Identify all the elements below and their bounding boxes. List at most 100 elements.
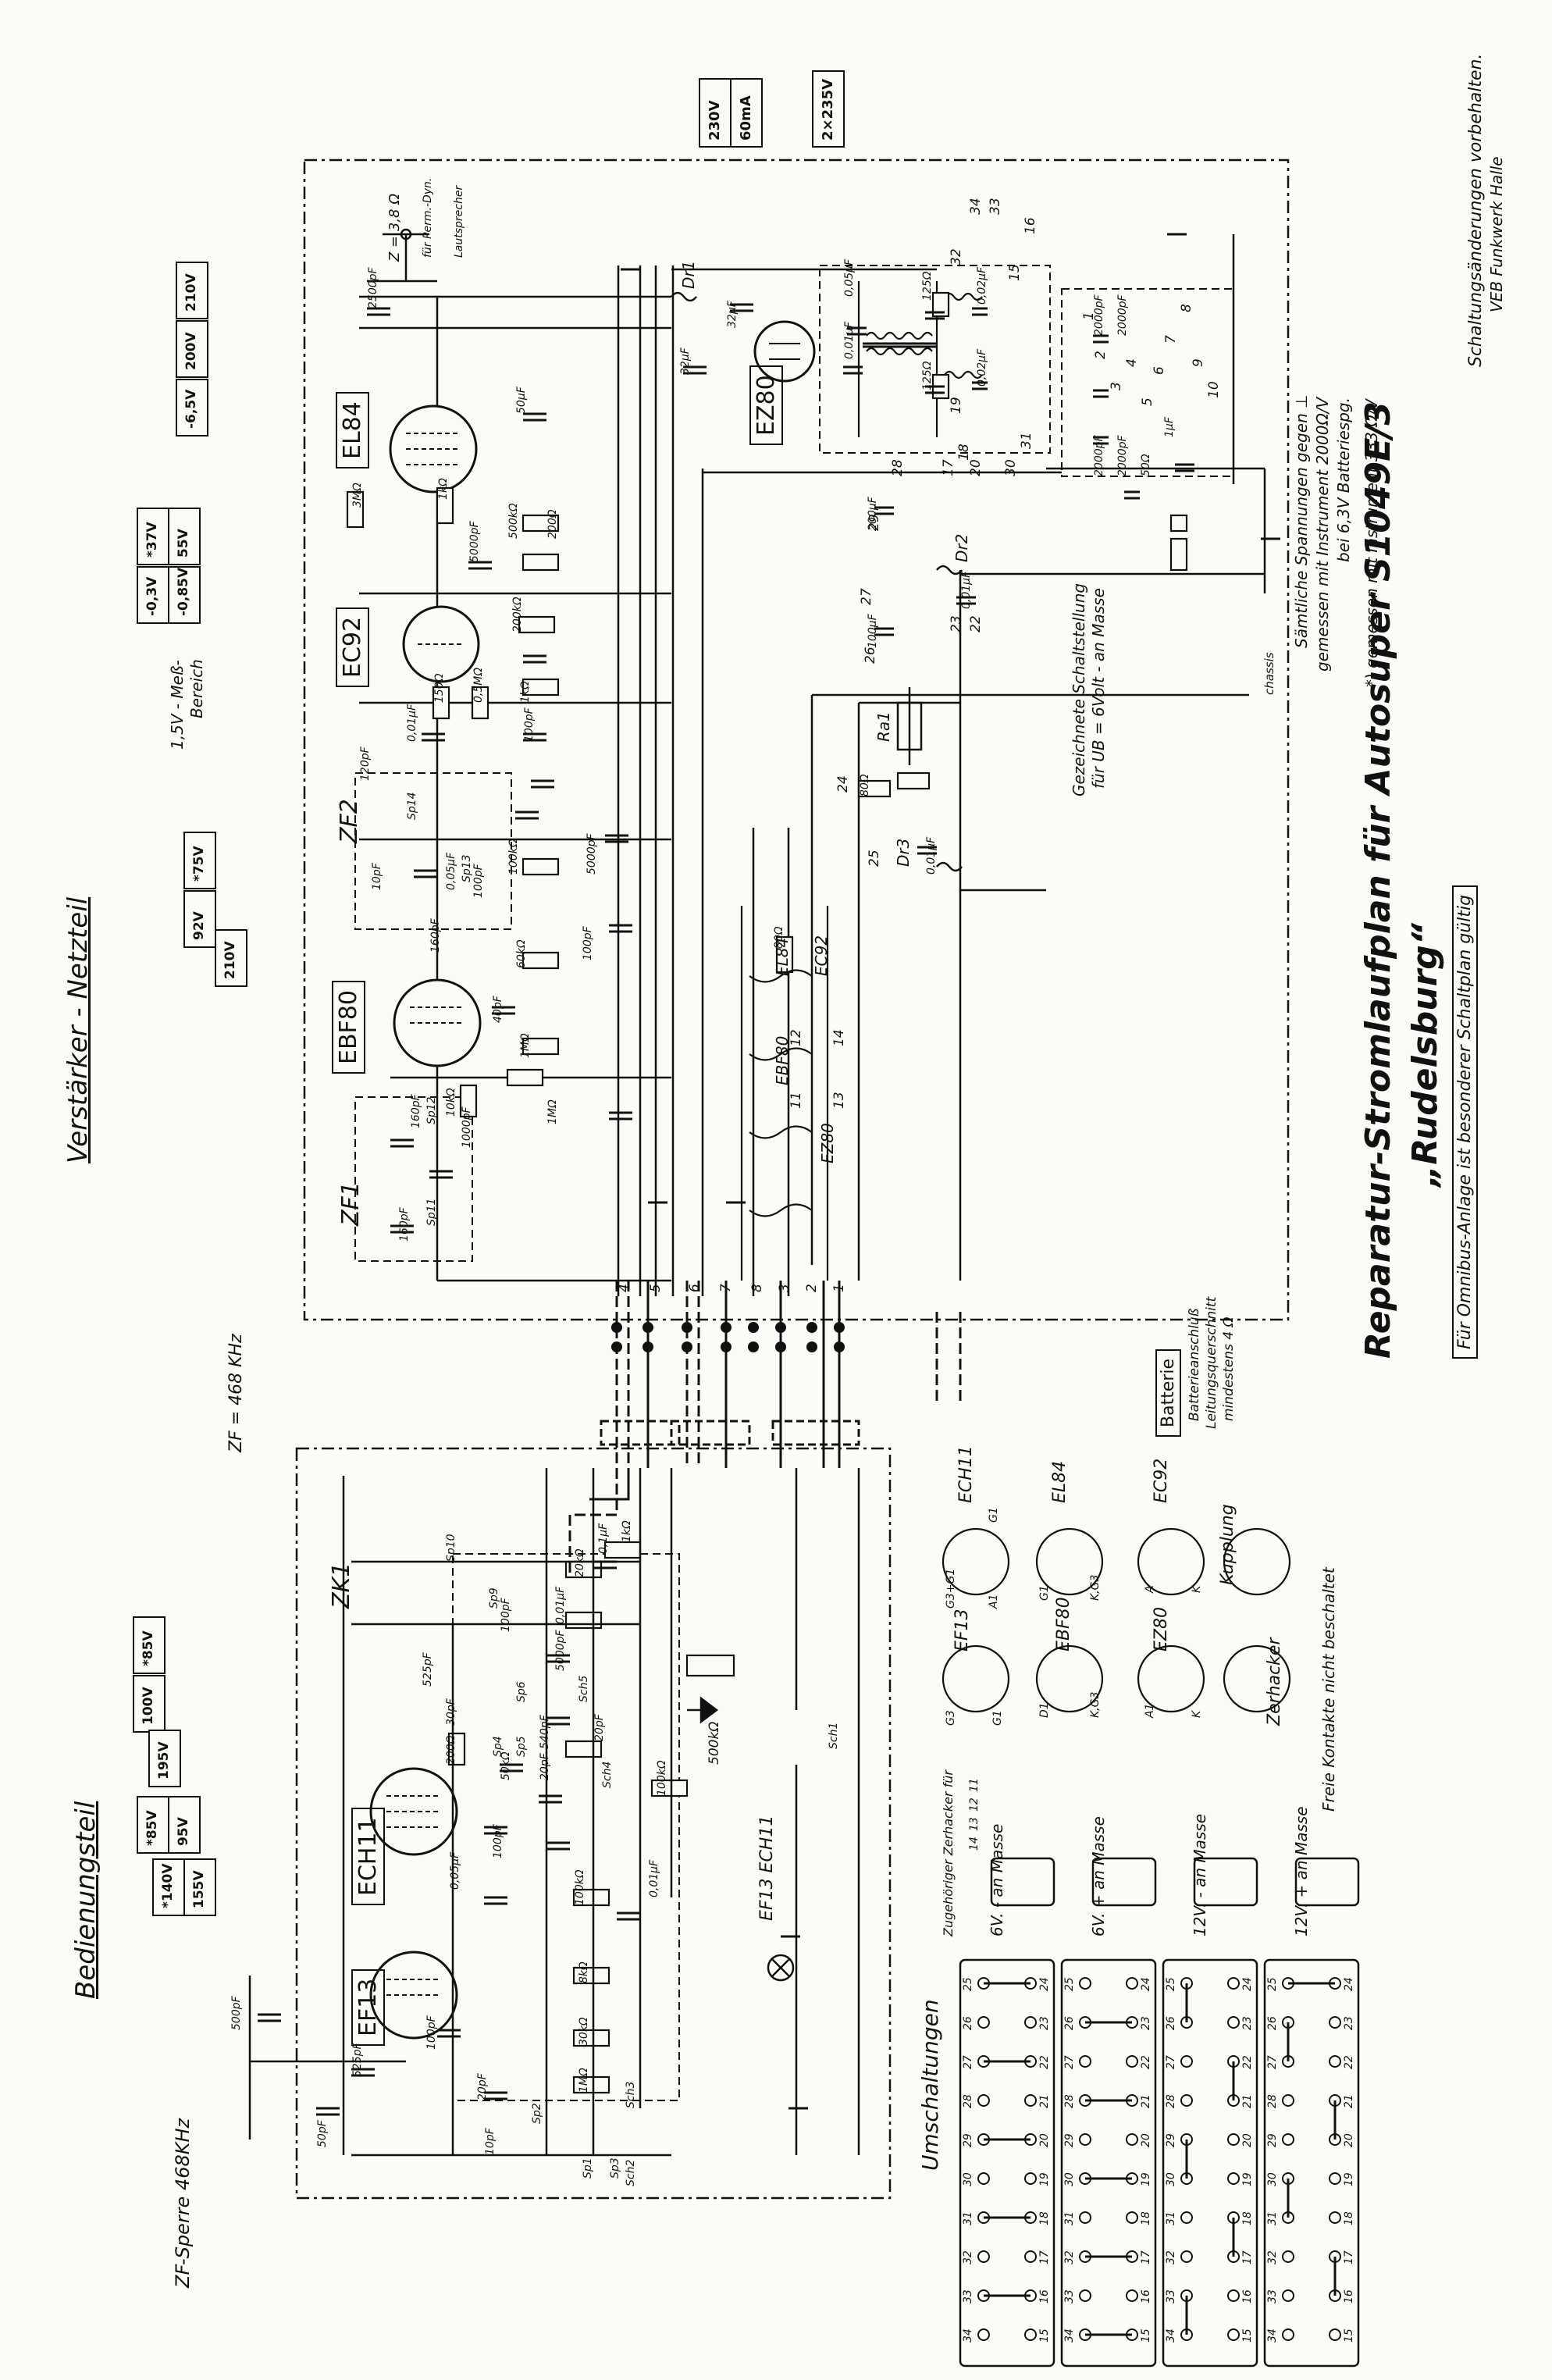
terminal-29: 29 <box>867 514 882 531</box>
c-5000pf-c: 5000pF <box>554 1630 567 1671</box>
changes-notice: Schaltungsänderungen vorbehalten. <box>1466 53 1486 368</box>
c-002uf-a: 0,02μF <box>976 266 988 305</box>
connector-pins <box>611 1322 845 1352</box>
strip-contact-number: 17 <box>1038 2250 1051 2264</box>
voltage-box-ef13-155v: 155V <box>183 1858 216 1916</box>
r-8k: 8kΩ <box>578 1961 590 1983</box>
heater-label-ec92: EC92 <box>812 935 831 976</box>
c-120pf: 120pF <box>359 746 372 781</box>
r-1k-c: 1kΩ <box>621 1520 633 1542</box>
c-100pf-a: 100pF <box>523 707 536 742</box>
range-label-2: Bereich <box>187 659 206 718</box>
terminal-31: 31 <box>1019 432 1034 449</box>
switch-sp1: Sp1 <box>582 2157 594 2179</box>
vib-pin-10: 10 <box>1206 381 1222 398</box>
voltage-box-ech11-85v: *85V <box>133 1616 166 1674</box>
c-002uf-b: 0,02μF <box>976 348 988 387</box>
voltage-box-ef13-140v: *140V <box>152 1858 185 1916</box>
pins-ebf80-kg3: K,G3 <box>1089 1691 1102 1718</box>
c-50uf: 50μF <box>515 387 528 414</box>
choke-label-dr2: Dr2 <box>952 533 971 562</box>
voltage-box-ec92-085v: -0,85V <box>168 566 201 624</box>
terminal-14: 14 <box>831 1029 847 1046</box>
terminal-4: 4 <box>617 1284 632 1292</box>
strip-contact-number: 29 <box>962 2133 974 2147</box>
vib-pin-3: 3 <box>1109 382 1124 390</box>
vib-pin-7: 7 <box>1163 335 1179 344</box>
terminal-27: 27 <box>859 588 874 605</box>
c-001uf-f: 0,01μF <box>648 1859 660 1897</box>
c-001uf-e: 0,01μF <box>554 1586 567 1624</box>
r-3m: 3MΩ <box>351 483 364 508</box>
strip-contact-number: 22 <box>1140 2055 1152 2069</box>
strip-contact-number: 28 <box>962 2094 974 2108</box>
r-20k: 20kΩ <box>574 1548 586 1577</box>
r-1m-b: 1MΩ <box>546 1099 559 1124</box>
pins-ez80-k: K <box>1191 1710 1203 1718</box>
vib-pin-2: 2 <box>1093 351 1109 359</box>
socket-label-ef13: EF13 <box>952 1609 972 1651</box>
speaker-impedance: Z = 3,8 Ω <box>386 194 403 262</box>
r-30k: 30kΩ <box>578 2017 590 2046</box>
pins-ec92-a: A <box>1144 1585 1156 1593</box>
tube-label-el84: EL84 <box>336 392 369 469</box>
strip-contact-number: 16 <box>1343 2289 1355 2303</box>
switch-sp6: Sp6 <box>515 1681 528 1702</box>
c-01uf: 0,1μF <box>597 1523 610 1554</box>
socket-label-ebf80: EBF80 <box>1054 1597 1073 1651</box>
terminal-25: 25 <box>867 850 882 867</box>
filter-label-zf1: ZF1 <box>337 1181 365 1226</box>
switch-sp14: Sp14 <box>406 792 418 820</box>
voltage-box-2x235v: 2×235V <box>812 70 845 148</box>
switch-position-note-1: Gezeichnete Schaltstellung <box>1070 583 1088 796</box>
r-125-b: 125Ω <box>921 361 934 390</box>
strip-contact-number: 24 <box>1038 1977 1051 1991</box>
terminal-24: 24 <box>835 775 851 793</box>
terminal-16: 16 <box>1023 217 1038 234</box>
strip-contact-number: 26 <box>1063 2016 1076 2030</box>
strip-contact-number: 21 <box>1038 2094 1051 2108</box>
free-contacts-note: Freie Kontakte nicht beschaltet <box>1319 1567 1338 1812</box>
strip-contact-number: 16 <box>1038 2289 1051 2303</box>
voltage-box-ec92-55v: 55V <box>168 508 201 565</box>
r-05m: 0,5MΩ <box>472 667 485 703</box>
terminal-1: 1 <box>831 1284 847 1292</box>
r-125-a: 125Ω <box>921 271 934 301</box>
voltage-box-ec92-37v: *37V <box>137 508 169 565</box>
c-100pf-c: 100pF <box>582 926 594 960</box>
socket-label-ec92: EC92 <box>1152 1458 1171 1503</box>
switch-strips <box>959 1857 1360 2368</box>
strip-contact-number: 25 <box>962 1977 974 1991</box>
strip-contact-number: 19 <box>1241 2172 1254 2186</box>
voltages-note-1: Sämtliche Spannungen gegen ⊥ <box>1292 394 1311 648</box>
terminal-11: 11 <box>788 1092 804 1109</box>
pins-ech11-g1: G1 <box>988 1507 1000 1523</box>
strip-contact-number: 18 <box>1038 2211 1051 2225</box>
ground-symbols <box>621 233 1280 2110</box>
battery-label: Batterie <box>1155 1349 1181 1437</box>
strip-contact-number: 26 <box>962 2016 974 2030</box>
c-20pf-a: 20pF <box>539 1753 551 1780</box>
choke-label-dr3: Dr3 <box>894 838 913 867</box>
voltages-note-4: *) gemessen mit Instrument 333 Ω/V <box>1362 399 1381 687</box>
range-label-1: 1,5V - Meß- <box>168 660 187 750</box>
switch-sp2: Sp2 <box>531 2103 543 2124</box>
strip-contact-number: 15 <box>1241 2328 1254 2343</box>
r-1k-a: 1kΩ <box>437 478 450 500</box>
r-50: 50Ω <box>1140 454 1152 476</box>
strip-contact-number: 20 <box>1241 2133 1254 2147</box>
switch-bridges <box>984 1982 1337 2336</box>
battery-note-3: mindestens 4 Ω <box>1221 1316 1237 1421</box>
strip-contact-number: 24 <box>1140 1977 1152 1991</box>
switch-sp3: Sp3 <box>609 2157 621 2179</box>
strip-contact-number: 19 <box>1343 2172 1355 2186</box>
c-10pf-b: 10pF <box>484 2128 497 2155</box>
strip-contact-number: 22 <box>1038 2055 1051 2069</box>
switch-sch4: Sch4 <box>601 1761 614 1788</box>
strip-contact-number: 32 <box>962 2250 974 2264</box>
vibrator-shield <box>819 265 1051 454</box>
c-100pf-e: 100pF <box>492 1824 504 1858</box>
c-1000pf: 1000pF <box>461 1106 473 1148</box>
